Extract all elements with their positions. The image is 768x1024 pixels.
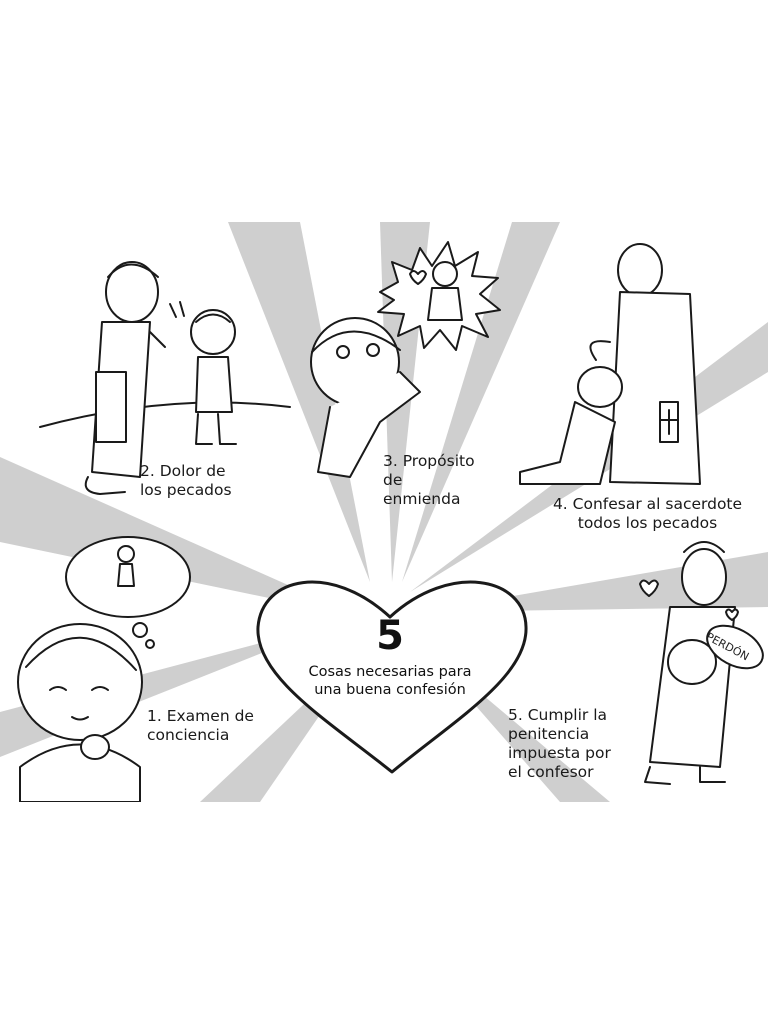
kneeling-child — [519, 366, 623, 485]
center-number: 5 — [376, 613, 404, 659]
speech-bubble — [706, 624, 764, 670]
coloring-sheet: 5 Cosas necesarias para una buena confes… — [0, 222, 768, 802]
praying-girl — [17, 623, 143, 802]
child-figure-sad — [190, 309, 237, 445]
center-subtitle: Cosas necesarias para una buena confesió… — [308, 664, 472, 698]
ray-left — [0, 457, 360, 617]
priest-figure — [589, 243, 701, 485]
ray-top-left — [228, 222, 370, 582]
step-1-label: 1. Examen de conciencia — [147, 707, 254, 744]
step-5-label: 5. Cumplir la penitencia impuesta por el… — [508, 706, 611, 781]
child-looking-up — [310, 317, 421, 478]
ground-line — [39, 401, 291, 428]
step-3-label: 3. Propósito de enmienda — [383, 452, 475, 508]
heart-small-icon — [725, 608, 739, 621]
thought-bubble — [65, 536, 191, 649]
exclamation-marks — [169, 301, 185, 318]
thought-burst — [377, 241, 501, 351]
step-4-label: 4. Confesar al sacerdote todos los pecad… — [552, 495, 743, 532]
illustrations — [17, 241, 764, 802]
ray-top-right — [402, 222, 560, 582]
child-with-bear — [644, 541, 736, 785]
step-2-label: 2. Dolor de los pecados — [140, 462, 232, 499]
mother-figure — [84, 261, 166, 495]
central-heart — [256, 580, 528, 774]
heart-icon — [639, 579, 659, 597]
